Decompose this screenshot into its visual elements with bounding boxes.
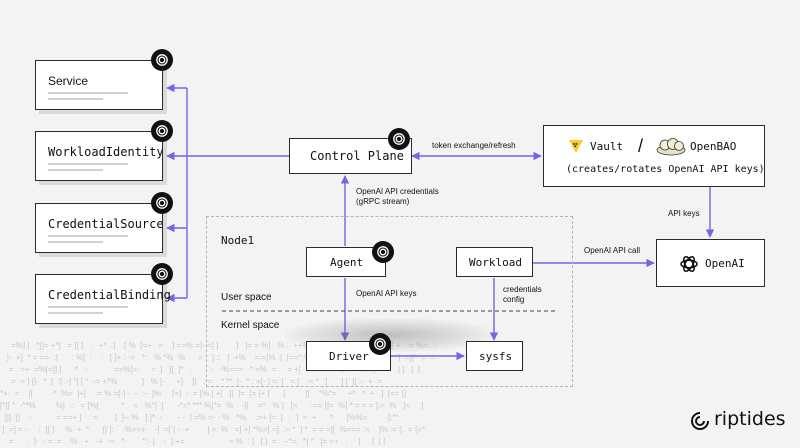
riptides-logo-icon xyxy=(369,333,391,355)
credentials-config-sublabel: config xyxy=(503,295,525,304)
api-credentials-sublabel: (gRPC stream) xyxy=(356,197,410,206)
vault-label: Vault xyxy=(590,140,624,153)
placeholder-line xyxy=(48,163,128,165)
agent-label: Agent xyxy=(330,256,364,269)
node-label: Node1 xyxy=(221,234,255,247)
openbao-icon xyxy=(656,136,686,161)
sysfs-label: sysfs xyxy=(479,350,513,363)
driver-label: Driver xyxy=(329,350,369,363)
riptides-logo-icon xyxy=(151,263,173,285)
openai-label: OpenAI xyxy=(705,257,745,270)
vault-icon xyxy=(568,138,584,159)
user-space-label: User space xyxy=(221,292,272,303)
vault-openbao-node[interactable]: Vault / OpenBAO (creates/rotates OpenAI … xyxy=(543,125,765,187)
placeholder-line xyxy=(48,92,128,94)
crd-card-credentialbinding[interactable]: CredentialBinding xyxy=(35,274,171,324)
openai-api-call-label: OpenAI API call xyxy=(584,246,641,255)
crd-card-workloadidentity[interactable]: WorkloadIdentity xyxy=(35,131,164,181)
sysfs-node[interactable]: sysfs xyxy=(466,341,523,371)
placeholder-line xyxy=(48,98,103,100)
riptides-logo-icon xyxy=(388,128,410,150)
workload-node[interactable]: Workload xyxy=(456,247,533,277)
placeholder-line xyxy=(48,169,103,171)
placeholder-line xyxy=(48,241,103,243)
crd-card-label: CredentialBinding xyxy=(48,288,171,302)
openai-node[interactable]: OpenAI xyxy=(656,239,765,287)
vault-subtitle: (creates/rotates OpenAI API keys) xyxy=(566,164,765,175)
crd-card-service[interactable]: Service xyxy=(35,60,163,110)
riptides-brand-icon xyxy=(689,410,711,437)
riptides-logo-icon xyxy=(372,241,394,263)
separator: / xyxy=(638,136,644,156)
control-plane-label: Control Plane xyxy=(310,149,404,163)
openbao-label: OpenBAO xyxy=(690,140,737,153)
api-credentials-label: OpenAI API credentials xyxy=(356,187,439,196)
crd-card-credentialsource[interactable]: CredentialSource xyxy=(35,203,164,253)
credentials-config-label: credentials xyxy=(503,285,542,294)
token-exchange-label: token exchange/refresh xyxy=(432,141,516,150)
api-keys-label: API keys xyxy=(668,209,700,218)
riptides-logo-icon xyxy=(151,49,173,71)
crd-card-label: CredentialSource xyxy=(48,217,164,231)
placeholder-line xyxy=(48,312,103,314)
driver-node[interactable]: Driver xyxy=(306,341,391,371)
openai-logo-icon xyxy=(679,254,699,279)
brand-logo[interactable]: riptides xyxy=(689,408,786,437)
agent-node[interactable]: Agent xyxy=(306,247,386,277)
brand-name: riptides xyxy=(714,408,786,430)
crd-card-label: Service xyxy=(48,74,89,88)
workload-label: Workload xyxy=(469,256,522,269)
placeholder-line xyxy=(48,235,128,237)
crd-card-label: WorkloadIdentity xyxy=(48,145,164,159)
riptides-logo-icon xyxy=(151,120,173,142)
openai-api-keys-label: OpenAI API keys xyxy=(356,289,417,298)
placeholder-line xyxy=(48,306,128,308)
riptides-logo-icon xyxy=(151,192,173,214)
node-boundary xyxy=(206,216,573,387)
kernel-space-label: Kernel space xyxy=(221,320,280,331)
